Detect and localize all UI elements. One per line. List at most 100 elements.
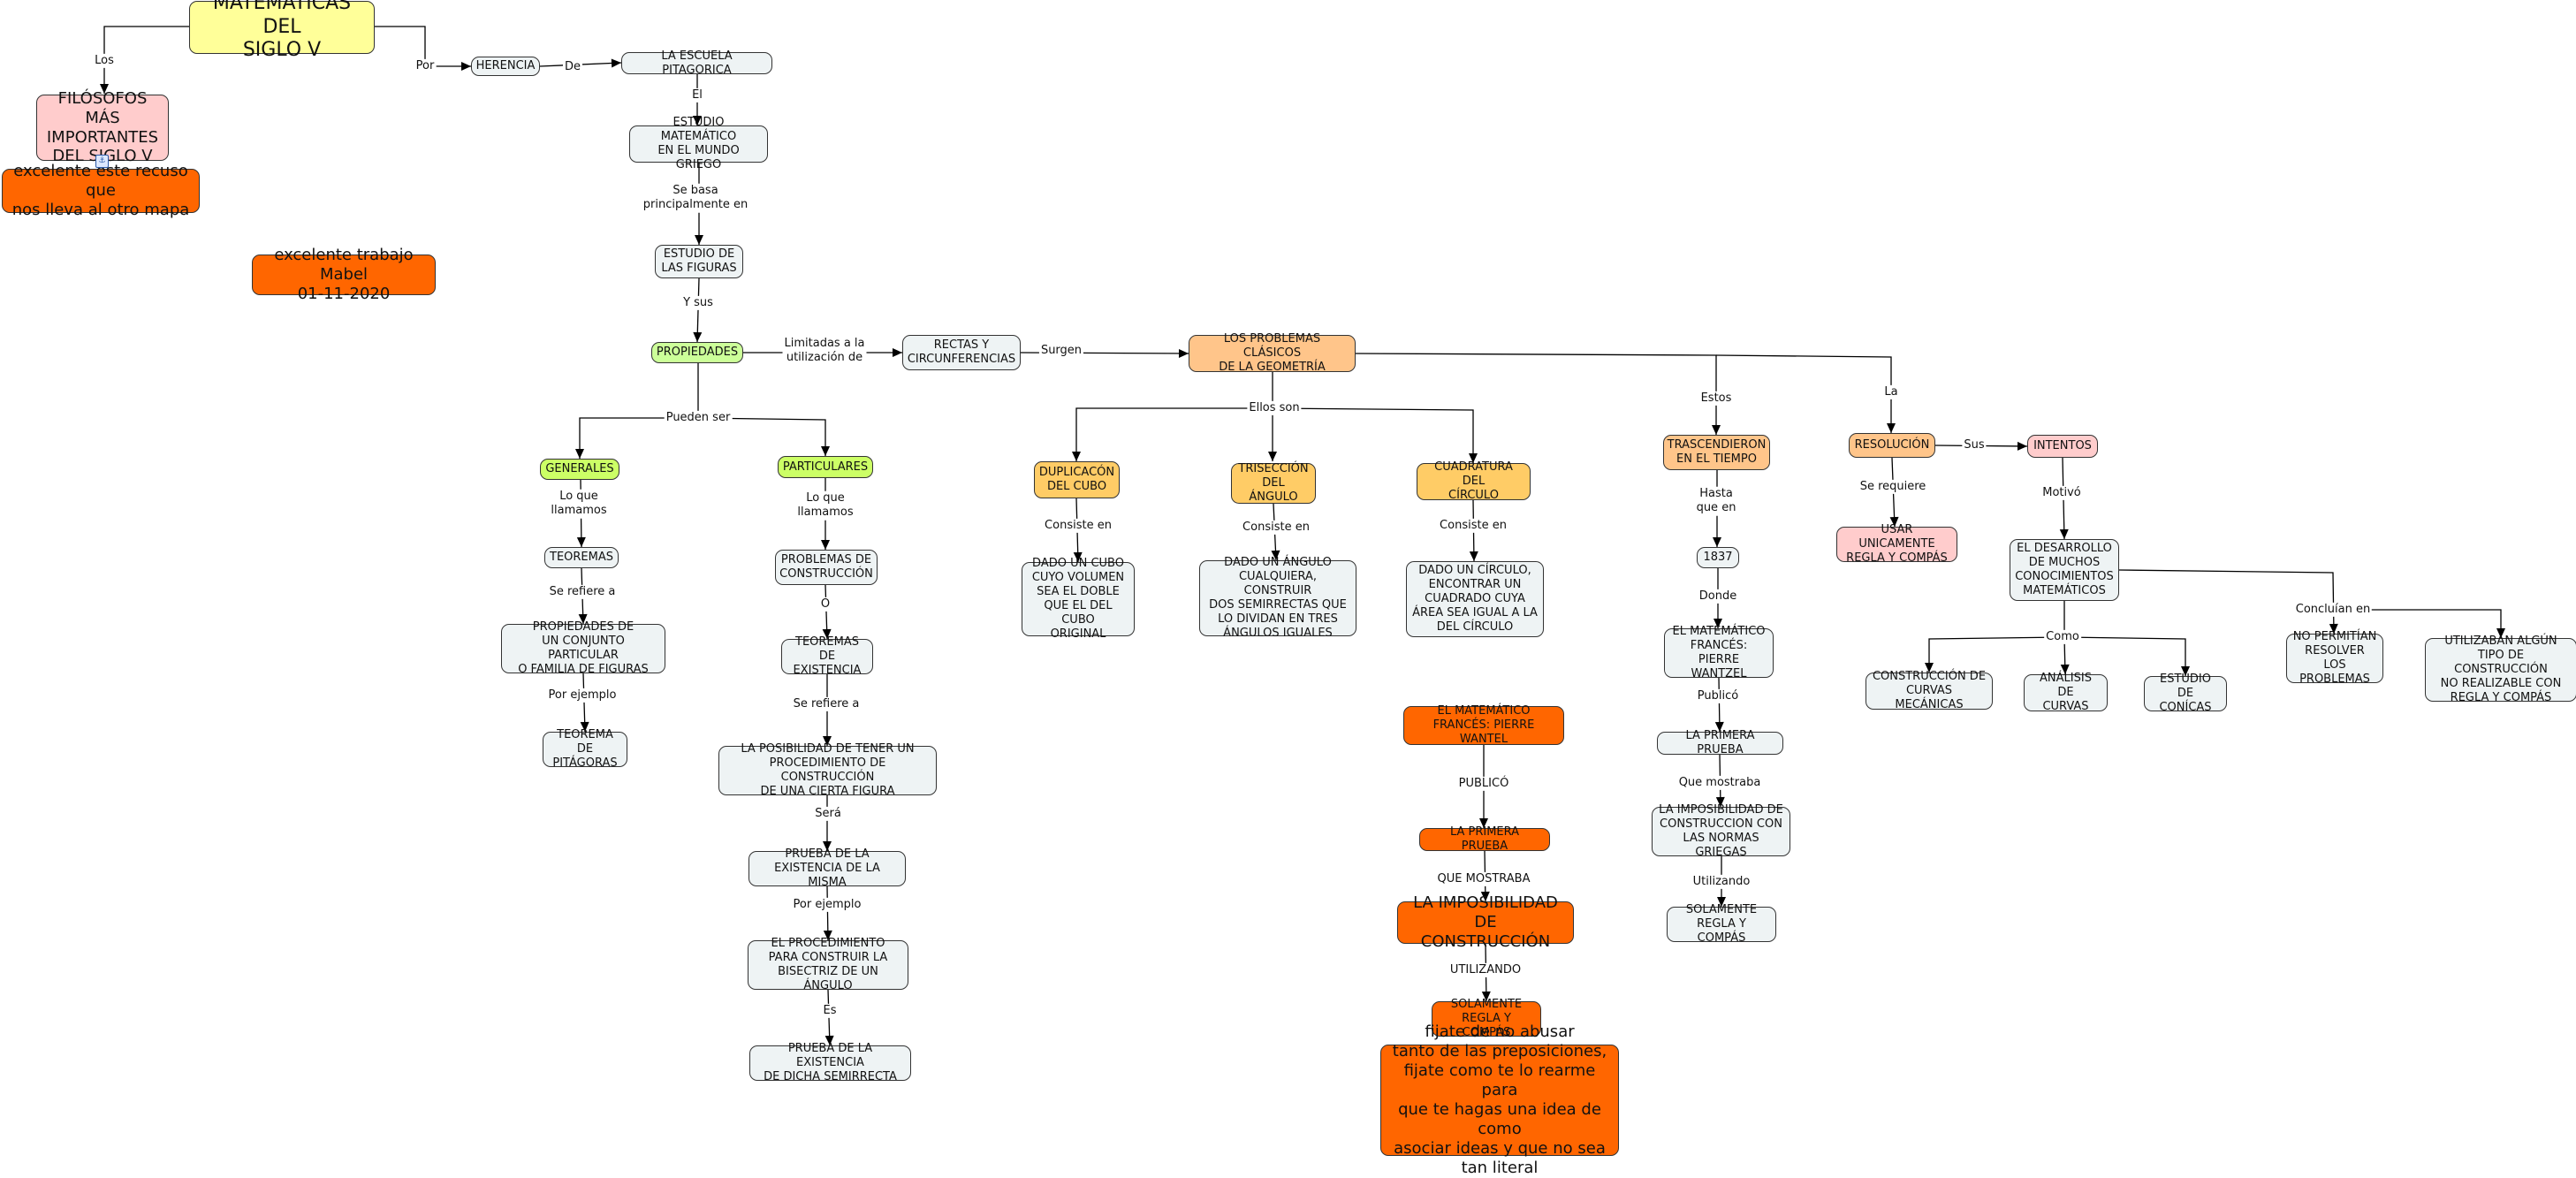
- node-estudio-fig[interactable]: ESTUDIO DE LAS FIGURAS: [655, 245, 743, 278]
- link-label-los: Los: [93, 53, 116, 69]
- connector-1: [375, 26, 471, 67]
- link-label-se-refiere-1: Se refiere a: [547, 584, 618, 600]
- node-posibilidad[interactable]: LA POSIBILIDAD DE TENER UN PROCEDIMIENTO…: [718, 742, 937, 798]
- arrowhead-30: [1715, 796, 1725, 807]
- link-label-utilizando: Utilizando: [1691, 874, 1752, 890]
- arrowhead-10: [576, 536, 586, 547]
- node-estudio-mat[interactable]: ESTUDIO MATEMÁTICO EN EL MUNDO GRIEGO: [629, 116, 768, 171]
- arrowhead-3: [693, 116, 702, 125]
- arrowhead-14: [822, 628, 832, 639]
- link-label-la: La: [1882, 384, 1900, 400]
- node-duplicacion[interactable]: DUPLICACÓN DEL CUBO: [1034, 461, 1120, 498]
- node-wantzel[interactable]: EL MATEMÁTICO FRANCÉS: PIERRE WANTZEL: [1664, 625, 1774, 680]
- node-conicas[interactable]: ESTUDIO DE CONÍCAS: [2144, 673, 2227, 714]
- node-filosofos[interactable]: FILÓSOFOS MÁS IMPORTANTES DEL SIGLO V: [36, 89, 169, 165]
- node-particulares[interactable]: PARTICULARES: [778, 456, 873, 478]
- link-label-y-sus: Y sus: [681, 295, 715, 311]
- node-problemas-const[interactable]: PROBLEMAS DE CONSTRUCCIÓN: [775, 550, 878, 585]
- arrowhead-24: [1469, 551, 1478, 561]
- node-curvas-mec[interactable]: CONSTRUCCIÓN DE CURVAS MECÁNICAS: [1866, 670, 1993, 711]
- arrowhead-23: [1271, 550, 1280, 560]
- node-pitagoras[interactable]: TEOREMA DE PITÁGORAS: [543, 728, 627, 770]
- arrowhead-27: [1713, 537, 1721, 547]
- link-label-consiste-3: Consiste en: [1438, 518, 1508, 534]
- node-desarrollo[interactable]: EL DESARROLLO DE MUCHOS CONOCIMIENTOS MA…: [2010, 539, 2119, 601]
- node-mat[interactable]: MATEMÁTICAS DEL SIGLO V: [189, 0, 375, 61]
- node-prueba-semirrecta[interactable]: PRUEBA DE LA EXISTENCIA DE DICHA SEMIRRE…: [749, 1042, 911, 1083]
- connector-26: [1715, 354, 1892, 433]
- node-solamente[interactable]: SOLAMENTE REGLA Y COMPÁS: [1667, 903, 1776, 945]
- arrowhead-37: [2181, 666, 2190, 676]
- node-herencia[interactable]: HERENCIA: [471, 57, 540, 76]
- arrowhead-36: [2060, 664, 2070, 674]
- node-escuela[interactable]: LA ESCUELA PITAGORICA: [621, 49, 772, 77]
- arrowhead-33: [1889, 516, 1899, 527]
- arrowhead-34: [2059, 528, 2069, 539]
- node-trascendieron[interactable]: TRASCENDIERON EN EL TIEMPO: [1663, 435, 1770, 470]
- link-label-se-requiere: Se requiere: [1858, 479, 1928, 495]
- arrowhead-20: [1072, 452, 1081, 461]
- node-procedimiento[interactable]: EL PROCEDIMIENTO PARA CONSTRUIR LA BISEC…: [748, 937, 908, 992]
- node-o-imposibilidad[interactable]: LA IMPOSIBILIDAD DE CONSTRUCCIÓN: [1397, 893, 1574, 951]
- link-label-pueden-ser: Pueden ser: [664, 410, 733, 426]
- link-label-que-mostraba: Que mostraba: [1676, 775, 1763, 791]
- link-label-de: De: [562, 59, 583, 75]
- arrowhead-5: [693, 331, 703, 342]
- node-dado-circulo[interactable]: DADO UN CÍRCULO, ENCONTRAR UN CUADRADO C…: [1406, 561, 1544, 637]
- node-usar[interactable]: USAR UNICAMENTE REGLA Y COMPÁS: [1836, 523, 1957, 565]
- node-dado-cubo[interactable]: DADO UN CUBO CUYO VOLUMEN SEA EL DOBLE Q…: [1022, 557, 1135, 641]
- link-label-donde: Donde: [1697, 589, 1739, 604]
- arrowhead-1: [461, 62, 471, 71]
- link-label-o: O: [818, 597, 832, 612]
- node-triseccion[interactable]: TRISECCIÓN DEL ÁNGULO: [1231, 462, 1316, 504]
- node-no-permitian[interactable]: NO PERMITÍAN RESOLVER LOS PROBLEMAS: [2286, 630, 2383, 686]
- arrowhead-12: [580, 721, 589, 732]
- node-generales[interactable]: GENERALES: [540, 459, 619, 480]
- link-label-limitadas: Limitadas a la utilización de: [782, 336, 867, 366]
- node-dado-angulo[interactable]: DADO UN ÁNGULO CUALQUIERA, CONSTRUIR DOS…: [1199, 556, 1356, 640]
- node-o-solamente[interactable]: SOLAMENTE REGLA Y COMPÁS: [1432, 998, 1541, 1039]
- node-analisis[interactable]: ANÁLISIS DE CURVAS: [2024, 672, 2108, 713]
- node-problemas-clasicos[interactable]: LOS PROBLEMAS CLÁSICOS DE LA GEOMETRÍA: [1189, 332, 1356, 374]
- link-label-sera: Será: [813, 806, 843, 822]
- node-intentos[interactable]: INTENTOS: [2027, 435, 2098, 458]
- link-label-hasta-que: Hasta que en: [1694, 486, 1738, 516]
- node-teoremas[interactable]: TEOREMAS: [544, 547, 619, 568]
- node-resolucion[interactable]: RESOLUCIÓN: [1849, 433, 1935, 458]
- node-trabajo[interactable]: excelente trabajo Mabel 01-11-2020: [252, 246, 436, 303]
- link-label-o-publico: PUBLICÓ: [1456, 776, 1511, 792]
- node-y1837[interactable]: 1837: [1697, 547, 1739, 568]
- link-label-se-refiere-2: Se refiere a: [791, 696, 862, 712]
- arrowhead-41: [1480, 891, 1490, 901]
- link-label-publico: Publicó: [1695, 688, 1741, 704]
- node-prop-conjunto[interactable]: PROPIEDADES DE UN CONJUNTO PARTICULAR O …: [501, 620, 665, 676]
- arrowhead-7: [1178, 348, 1189, 358]
- node-o-primera[interactable]: LA PRIMERA PRUEBA: [1419, 825, 1550, 853]
- arrowhead-40: [1479, 818, 1488, 828]
- link-label-el: El: [690, 87, 704, 103]
- connector-9: [697, 417, 826, 456]
- node-o-wantel[interactable]: EL MATEMÁTICO FRANCÉS: PIERRE WANTEL: [1403, 704, 1564, 746]
- node-recurso[interactable]: excelente este recuso que nos lleva al o…: [2, 162, 200, 219]
- arrowhead-17: [823, 930, 832, 940]
- node-teoremas-exist[interactable]: TEOREMAS DE EXISTENCIA: [781, 635, 873, 677]
- link-label-por: Por: [414, 58, 437, 74]
- node-o-fijate[interactable]: fijate de no abusar tanto de las preposi…: [1380, 1022, 1619, 1177]
- node-cuadratura[interactable]: CUADRATURA DEL CÍRCULO: [1417, 460, 1531, 502]
- arrowhead-38: [2329, 623, 2338, 634]
- link-label-por-ejemplo-2: Por ejemplo: [791, 897, 863, 913]
- arrowhead-16: [823, 841, 832, 851]
- arrowhead-28: [1714, 619, 1722, 628]
- link-label-consiste-2: Consiste en: [1241, 520, 1311, 536]
- node-primera-prueba[interactable]: LA PRIMERA PRUEBA: [1657, 729, 1783, 756]
- arrowhead-35: [1925, 663, 1934, 673]
- node-imposibilidad[interactable]: LA IMPOSIBILIDAD DE CONSTRUCCION CON LAS…: [1652, 803, 1790, 859]
- arrowhead-15: [823, 736, 832, 746]
- node-propiedades[interactable]: PROPIEDADES: [651, 342, 743, 363]
- arrowhead-21: [1469, 453, 1478, 463]
- link-icon[interactable]: ⚓: [95, 155, 109, 168]
- arrowhead-42: [1481, 991, 1491, 1001]
- node-utilizaban[interactable]: UTILIZABAN ALGÚN TIPO DE CONSTRUCCIÓN NO…: [2425, 635, 2576, 704]
- node-prueba-exist[interactable]: PRUEBA DE LA EXISTENCIA DE LA MISMA: [748, 847, 906, 889]
- node-rectas[interactable]: RECTAS Y CIRCUNFERENCIAS: [902, 335, 1021, 370]
